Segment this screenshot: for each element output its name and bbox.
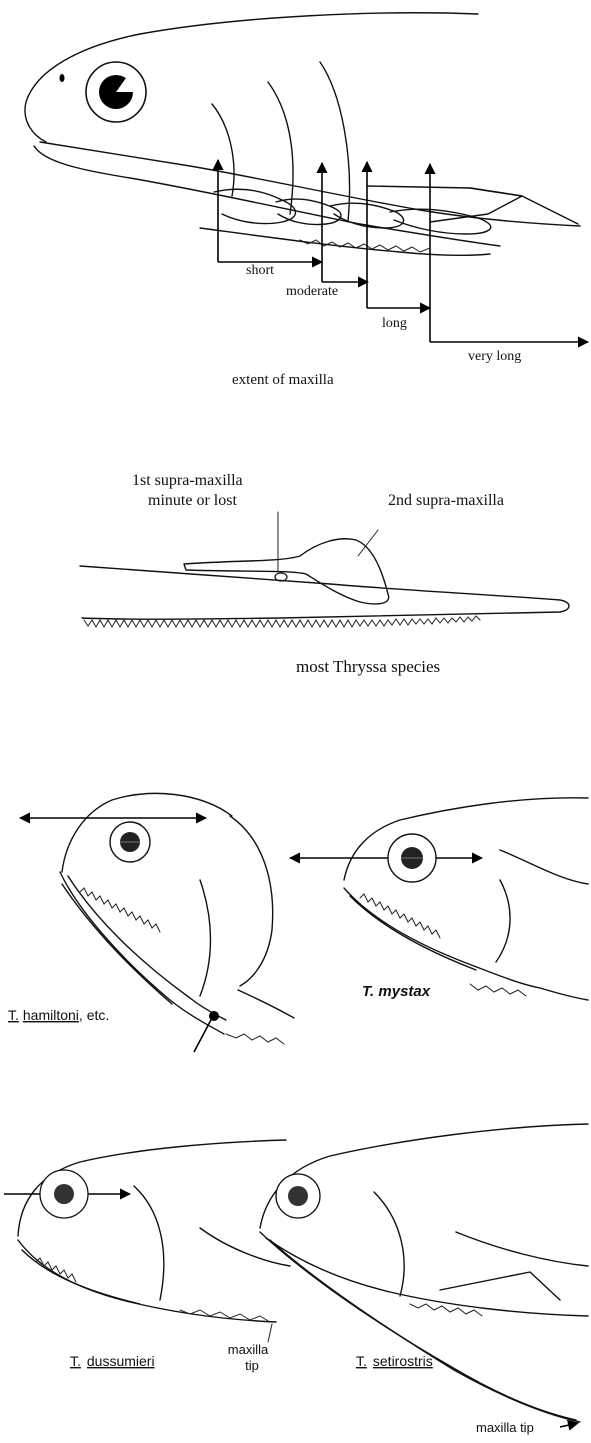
mystax-head-illustration	[290, 798, 588, 1000]
setirostris-tip-pointer	[560, 1423, 578, 1427]
panel-maxilla-extent: short moderate long very long extent of …	[25, 13, 588, 388]
label-setirostris-maxilla-tip: maxilla tip	[476, 1420, 534, 1435]
nostril-mark	[60, 74, 65, 82]
eye-icon	[276, 1174, 320, 1218]
caption-extent-of-maxilla: extent of maxilla	[232, 372, 334, 388]
label-first-supramaxilla-line1: 1st supra-maxilla	[132, 472, 243, 489]
eye-icon	[110, 822, 150, 862]
label-dussumieri-tip-line1: maxilla	[228, 1342, 269, 1357]
eye-icon	[86, 62, 146, 122]
setirostris-head-illustration	[260, 1124, 588, 1422]
label-very-long: very long	[468, 349, 521, 364]
label-setirostris: T.setirostris	[356, 1353, 433, 1369]
caption-most-thryssa-species: most Thryssa species	[296, 657, 440, 676]
dussumieri-tip-pointer	[268, 1324, 272, 1342]
label-second-supramaxilla: 2nd supra-maxilla	[388, 492, 504, 509]
label-moderate: moderate	[286, 284, 338, 299]
panel-hamiltoni-mystax: T.hamiltoni, etc. T. mystax	[8, 793, 588, 1052]
label-first-supramaxilla-line2: minute or lost	[148, 492, 237, 509]
hamiltoni-tip-pointer	[194, 1018, 212, 1052]
label-long: long	[382, 316, 407, 331]
label-mystax: T. mystax	[362, 983, 431, 1000]
label-dussumieri-tip-line2: tip	[245, 1358, 259, 1373]
panel-dussumieri-setirostris: maxilla tip T.dussumieri T.setirostris m…	[4, 1124, 588, 1435]
dussumieri-head-illustration	[4, 1140, 290, 1342]
eye-icon	[40, 1170, 88, 1218]
eye-icon	[388, 834, 436, 882]
label-hamiltoni-genus: T.hamiltoni, etc.	[8, 1007, 109, 1023]
panel-supramaxilla: 1st supra-maxilla minute or lost 2nd sup…	[80, 472, 569, 676]
maxilla-bone-illustration	[80, 512, 569, 627]
fish-head-illustration	[25, 13, 580, 255]
label-dussumieri: T.dussumieri	[70, 1353, 155, 1369]
label-short: short	[246, 263, 274, 278]
